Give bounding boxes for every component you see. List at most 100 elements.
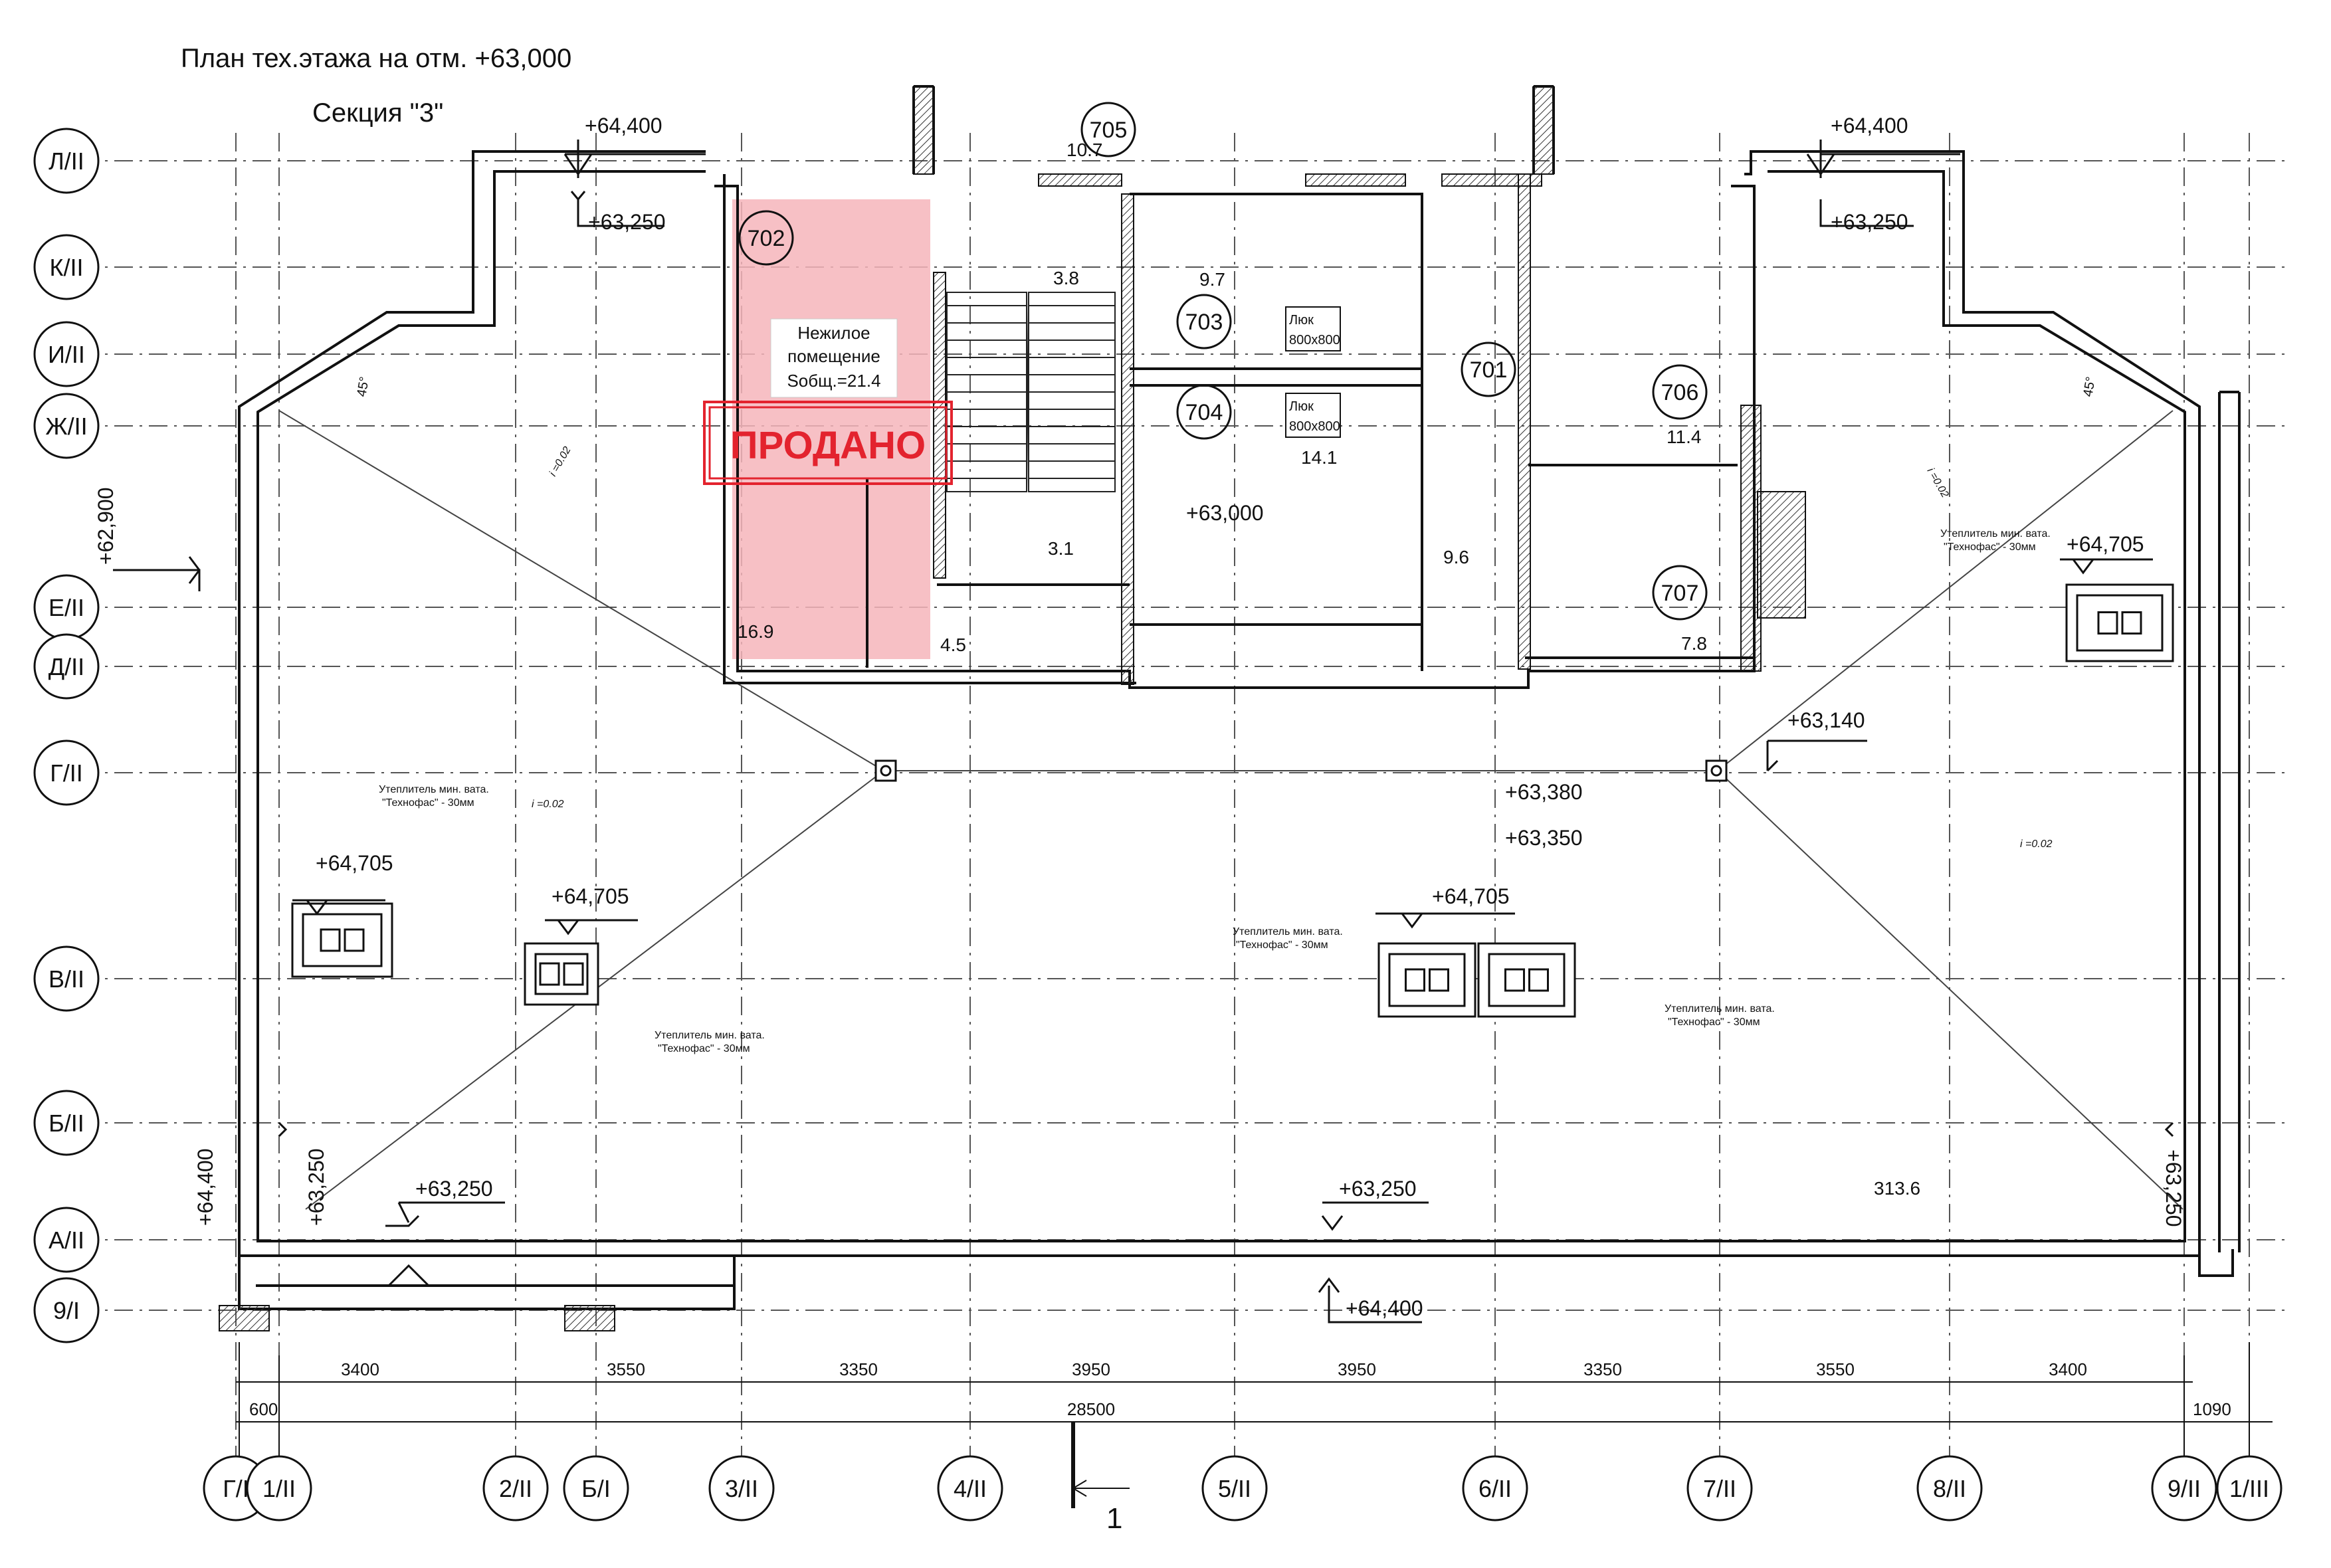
slope-1: i =0.02 — [532, 799, 564, 810]
axis-col-9: 8/II — [1916, 1455, 1983, 1521]
room-707-marker: 707 — [1652, 565, 1708, 621]
elev-shaft-4: +64,705 — [2067, 532, 2144, 556]
axis-bubbles: Л/II К/II И/II Ж/II Е/II Д/II Г/II В/II Б/II А/II… — [33, 128, 2282, 1521]
svg-text:9/II: 9/II — [2168, 1475, 2201, 1502]
axis-col-7: 6/II — [1462, 1455, 1528, 1521]
dim-span-8: 3400 — [2049, 1359, 2087, 1379]
plan-title: План тех.этажа на отм. +63,000 — [181, 44, 572, 73]
room-704-marker: 704 — [1176, 384, 1232, 440]
label-line-3: Sобщ.=21.4 — [787, 371, 880, 391]
axis-row-5: Д/II — [33, 633, 100, 700]
area-702: 16.9 — [738, 621, 774, 642]
slope-3: i =0.02 — [548, 444, 573, 478]
axis-row-10: 9/I — [33, 1277, 100, 1343]
svg-text:Ж/II: Ж/II — [45, 413, 87, 440]
elev-left-outer: +62,900 — [94, 487, 118, 565]
svg-text:8/II: 8/II — [1933, 1475, 1966, 1502]
roof-slope-lines — [278, 410, 2183, 1210]
svg-text:Г/II: Г/II — [50, 759, 83, 787]
label-line-1: Нежилое — [797, 323, 870, 343]
svg-text:5/II: 5/II — [1218, 1475, 1251, 1502]
svg-text:707: 707 — [1661, 581, 1699, 606]
axis-row-7: В/II — [33, 945, 100, 1012]
svg-text:Б/II: Б/II — [49, 1110, 84, 1137]
svg-text:6/II: 6/II — [1478, 1475, 1512, 1502]
elev-bottom-outer: +64,400 — [1346, 1296, 1423, 1320]
axis-row-1: К/II — [33, 234, 100, 300]
svg-text:702: 702 — [748, 226, 785, 251]
roof-hatches: Люк 800х800 Люк 800х800 — [1285, 306, 1341, 438]
svg-text:706: 706 — [1661, 380, 1699, 405]
axis-col-1: 1/II — [246, 1455, 312, 1521]
axis-row-0: Л/II — [33, 128, 100, 194]
dim-span-3: 3350 — [839, 1359, 878, 1379]
dim-span-5: 3950 — [1338, 1359, 1376, 1379]
total-area: 313.6 — [1874, 1178, 1920, 1199]
dimension-lines — [236, 1342, 2273, 1508]
area-706: 11.4 — [1667, 427, 1701, 447]
svg-text:Д/II: Д/II — [49, 653, 84, 680]
svg-text:2/II: 2/II — [499, 1475, 532, 1502]
svg-text:А/II: А/II — [49, 1226, 84, 1254]
sold-stamp-text: ПРОДАНО — [730, 424, 926, 467]
slope-2: i =0.02 — [2020, 838, 2053, 850]
axis-row-4: Е/II — [33, 574, 100, 640]
svg-text:703: 703 — [1185, 310, 1223, 335]
dim-span-1: 3400 — [341, 1359, 379, 1379]
insul-3-line-1: Утеплитель мин. вата. — [1233, 926, 1343, 937]
stair-steps — [947, 305, 1115, 479]
svg-text:Г/I: Г/I — [223, 1475, 249, 1502]
svg-text:4/II: 4/II — [954, 1475, 987, 1502]
insul-2-line-1: Утеплитель мин. вата. — [655, 1030, 765, 1041]
section-title: Секция "3" — [312, 98, 444, 128]
svg-text:И/II: И/II — [48, 341, 85, 368]
room-701-marker: 701 — [1461, 342, 1516, 397]
axis-row-9: А/II — [33, 1207, 100, 1273]
label-line-2: помещение — [787, 346, 880, 366]
dim-span-7: 3550 — [1816, 1359, 1855, 1379]
elev-top-left: +64,400 — [585, 114, 662, 138]
svg-text:704: 704 — [1185, 400, 1223, 425]
axis-col-4: 3/II — [708, 1455, 775, 1521]
axis-col-10: 9/II — [2151, 1455, 2217, 1521]
hatch-1-line-2: 800х800 — [1289, 333, 1340, 347]
sold-room-highlight — [732, 199, 930, 659]
svg-text:1/II: 1/II — [262, 1475, 296, 1502]
area-stair-top: 3.8 — [1053, 268, 1079, 288]
room-markers: 705 702 703 704 701 706 707 — [738, 102, 1708, 621]
hatch-2-line-2: 800х800 — [1289, 419, 1340, 434]
svg-text:К/II: К/II — [50, 254, 84, 281]
sold-room-label: Нежилое помещение Sобщ.=21.4 — [770, 318, 898, 398]
sold-stamp: ПРОДАНО — [703, 401, 953, 485]
axis-col-8: 7/II — [1686, 1455, 1753, 1521]
area-705: 10.7 — [1066, 140, 1103, 160]
insul-2-line-2: "Технофас" - 30мм — [658, 1043, 750, 1054]
angle-left: 45° — [354, 375, 372, 398]
axis-row-6: Г/II — [33, 739, 100, 806]
section-mark: 1 — [1106, 1502, 1122, 1535]
area-704: 14.1 — [1301, 447, 1338, 468]
axis-row-8: Б/II — [33, 1090, 100, 1156]
axis-col-2: 2/II — [482, 1455, 549, 1521]
dim-span-4: 3950 — [1072, 1359, 1110, 1379]
room-705-marker: 705 — [1080, 102, 1136, 157]
elev-bottom-left: +63,250 — [415, 1177, 493, 1201]
svg-text:Б/I: Б/I — [581, 1475, 611, 1502]
axis-row-2: И/II — [33, 321, 100, 387]
elev-shaft-1: +64,705 — [316, 851, 393, 875]
elev-right-inner: +63,250 — [2162, 1149, 2185, 1227]
elev-inner-top-right: +63,250 — [1831, 210, 1908, 234]
svg-text:701: 701 — [1470, 357, 1508, 383]
elev-roof-right: +63,140 — [1787, 708, 1865, 732]
area-bath: 4.5 — [940, 635, 966, 655]
axis-row-3: Ж/II — [33, 393, 100, 459]
insul-4-line-1: Утеплитель мин. вата. — [1665, 1003, 1775, 1015]
axis-col-5: 4/II — [937, 1455, 1003, 1521]
svg-text:7/II: 7/II — [1703, 1475, 1736, 1502]
area-stair-bottom: 3.1 — [1048, 538, 1074, 559]
wall-fills — [219, 86, 1806, 1331]
svg-text:9/I: 9/I — [53, 1297, 80, 1324]
dim-span-2: 3550 — [607, 1359, 645, 1379]
axis-col-3: Б/I — [563, 1455, 629, 1521]
room-706-marker: 706 — [1652, 364, 1708, 420]
